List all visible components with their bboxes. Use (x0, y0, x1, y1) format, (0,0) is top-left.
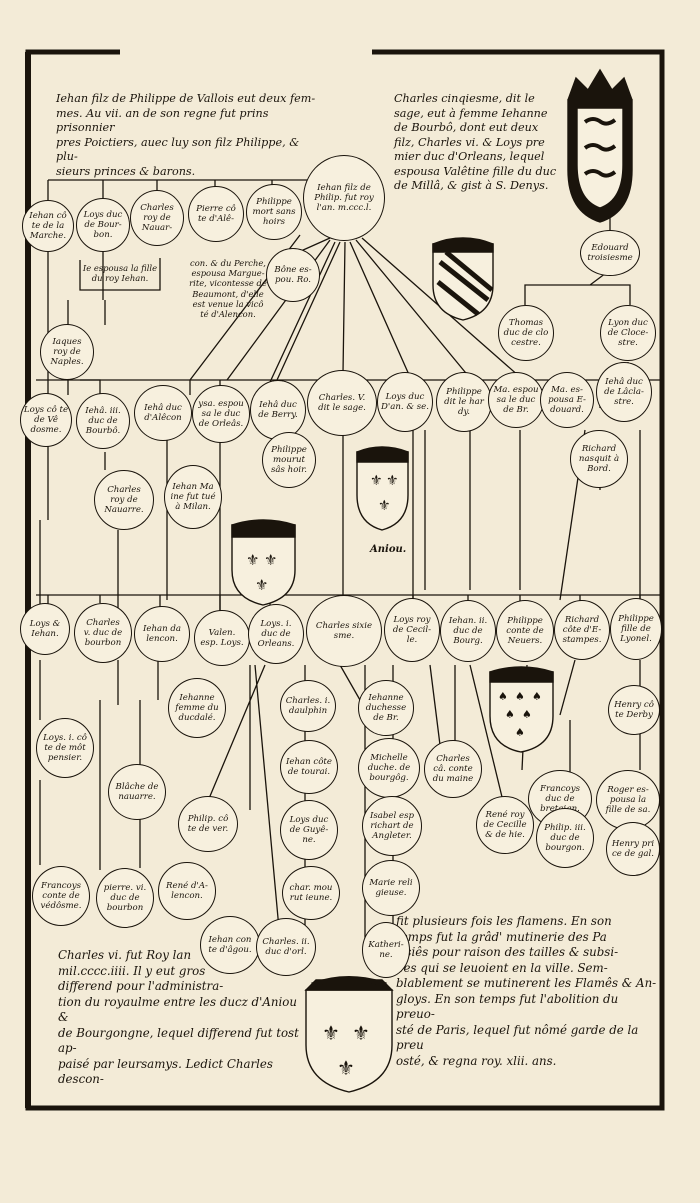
node-charles-daulphin: Charles. i. daulphin (280, 680, 336, 732)
note-pierre: con. & du Perche, espousa Margue- rite, … (189, 258, 267, 320)
node-henry-gal: Henry pri ce de gal. (606, 822, 660, 876)
node-marie-br: Ma. espou sa le duc de Br. (488, 372, 544, 428)
svg-text:♠: ♠ (515, 690, 525, 703)
node-henry-derby: Henry cô te Derby (608, 685, 660, 735)
node-jehan-touraine: Iehan côte de tourai. (280, 740, 338, 794)
svg-text:⚜: ⚜ (337, 1056, 355, 1080)
node-jehan-alencon: Iehâ duc d'Alêcon (134, 385, 192, 441)
node-jehan-berry: Iehâ duc de Berry. (250, 380, 306, 440)
svg-text:⚜: ⚜ (246, 551, 259, 569)
node-roger: Roger es- pousa la fille de sa. (596, 770, 660, 830)
aniou-label: Aniou. (370, 544, 407, 555)
node-jaques: Iaques roy de Naples. (40, 324, 94, 380)
node-philippe-mort: Philippe mort sans hoirs (246, 184, 302, 240)
node-michelle: Michelle duche. de bourgôg. (358, 738, 420, 798)
node-charles-navarre-1: Charles roy de Nauar- (130, 190, 184, 246)
shield-england-icon (567, 68, 633, 223)
node-pierre-alencon: Pierre cô te d'Alê- (188, 186, 244, 242)
node-jehan-mayne: Iehan Ma ine fut tué à Milan. (164, 465, 222, 529)
node-loys-vendosme: Loys cô te de Vê dosme. (20, 393, 72, 447)
node-jehan-lencon: Iehan da lencon. (134, 606, 190, 662)
node-charles-v: Charles. V. dit le sage. (307, 370, 377, 436)
svg-text:⚜: ⚜ (255, 576, 268, 594)
node-charles-navarre: Charles roy de Nauarre. (94, 470, 154, 530)
node-jehan-marche: Iehan cô te de la Marche. (22, 200, 74, 252)
node-jehanne-dale: Iehanne femme du ducdalé. (168, 678, 226, 738)
node-philip-ver: Philip. cô te de ver. (178, 796, 238, 852)
node-jehan-angou: Iehan con te d'âgou. (200, 916, 260, 974)
node-francoys-vendosme: Francoys conte de védôsme. (32, 866, 90, 926)
node-philippe-neuers: Philippe conte de Neuers. (496, 600, 554, 662)
node-charles-vi: Charles sixie sme. (306, 595, 382, 667)
intro-text-left: Iehan filz de Philippe de Vallois eut de… (56, 92, 316, 178)
node-charles-mouru: char. mou rut ieune. (282, 866, 340, 920)
node-marie-edouard: Ma. es- pousa E- douard. (540, 372, 594, 428)
node-philip-bourgon: Philip. iii. duc de bourgon. (536, 808, 594, 868)
node-valentine: Valen. esp. Loys. (194, 610, 250, 666)
node-loys-jehan: Loys & Iehan. (20, 603, 70, 655)
svg-text:♠: ♠ (505, 708, 515, 721)
svg-text:⚜: ⚜ (352, 1021, 370, 1045)
svg-text:♠: ♠ (498, 690, 508, 703)
svg-text:⚜: ⚜ (370, 473, 383, 489)
node-bone: Bône es- pou. Ro. (266, 248, 320, 302)
note-loys-bourbon: Ie espousa la fille du roy Iehan. (82, 263, 158, 284)
node-charles-bourbon: Charles v. duc de bourbon (74, 603, 132, 663)
bottom-text-right: fit plusieurs fois les flamens. En son t… (396, 914, 657, 1068)
node-jehanne-br: Iehanne duchesse de Br. (358, 680, 414, 736)
node-loys-guyenne: Loys duc de Guyê- ne. (280, 800, 338, 860)
node-jehan-roy: Iehan filz de Philip. fut roy l'an. m.cc… (303, 155, 385, 241)
svg-text:⚜: ⚜ (322, 1021, 340, 1045)
node-philippe-mourut: Philippe mourut sâs hoir. (262, 432, 316, 488)
node-jehan-lanclastre: Iehâ duc de Lâcla- stre. (596, 362, 652, 422)
svg-text:♠: ♠ (522, 708, 532, 721)
node-rene-cecile: René roy de Cecille & de hie. (476, 796, 534, 854)
node-loys-cecile: Loys roy de Cecil- le. (384, 598, 440, 662)
node-edouard: Edouard troisiesme (580, 230, 640, 276)
svg-text:♠: ♠ (515, 726, 525, 739)
node-blanche: Blâche de nauarre. (108, 764, 166, 820)
node-jehan-bourg: Iehan. ii. duc de Bourg. (440, 600, 496, 662)
node-ysabel-angleterre: Isabel esp richart de Angleter. (362, 796, 422, 856)
intro-text-right: Charles cinqiesme, dit le sage, eut à fe… (394, 92, 557, 192)
node-philippe-hardy: Philippe dit le har dy. (436, 372, 492, 432)
node-marie-religieuse: Marie reli gieuse. (362, 860, 420, 916)
node-rene-alencon: René d'A- lencon. (158, 862, 216, 920)
node-lyon: Lyon duc de Cloce- stre. (600, 305, 656, 361)
node-jehan-bourbon: Iehâ. iii. duc de Bourbô. (76, 393, 130, 449)
node-charles-orleans: Charles. ii. duc d'orl. (256, 918, 316, 976)
node-thomas: Thomas duc de clo cestre. (498, 305, 554, 361)
node-loys-orleans: Loys. i. duc de Orleans. (248, 604, 304, 664)
node-katherine: Katheri- ne. (362, 922, 410, 978)
bottom-text-left: Charles vi. fut Roy lan mil.cccc.iiii. I… (58, 948, 299, 1086)
svg-text:♠: ♠ (532, 690, 542, 703)
node-loys-bourbon: Loys duc de Bour- bon. (76, 198, 130, 252)
node-loys-mont: Loys. i. cô te de môt pensier. (36, 718, 94, 778)
node-charles-maine: Charles câ. conte du maine (424, 740, 482, 798)
node-richard-bord: Richard nasquit à Bord. (570, 430, 628, 488)
svg-text:⚜: ⚜ (386, 473, 399, 489)
svg-text:⚜: ⚜ (378, 498, 391, 514)
svg-text:⚜: ⚜ (264, 551, 277, 569)
node-philippe-lyonel: Philippe fille de Lyonel. (610, 598, 662, 660)
node-pierre-bourbon: pierre. vi. duc de bourbon (96, 868, 154, 928)
node-richard-estampes: Richard côte d'E- stampes. (554, 600, 610, 660)
node-loys-anjou: Loys duc D'an. & se. (377, 372, 433, 432)
node-ysabel: ysa. espou sa le duc de Orleâs. (192, 385, 250, 443)
